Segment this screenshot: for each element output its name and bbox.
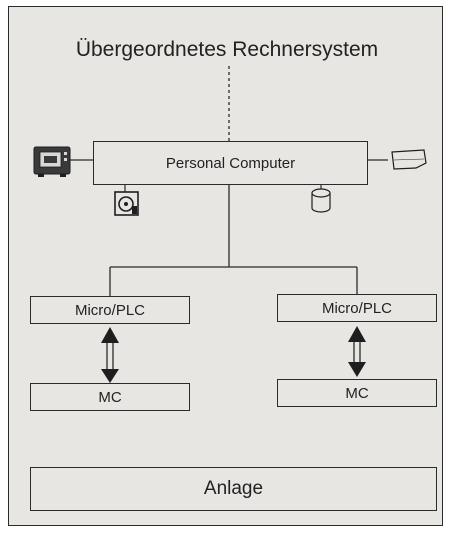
right-plc-label: Micro/PLC bbox=[321, 299, 392, 317]
personal-computer-box: Personal Computer bbox=[93, 141, 368, 185]
left-plc-label: Micro/PLC bbox=[74, 301, 145, 319]
left-plc-box: Micro/PLC bbox=[30, 296, 190, 324]
monitor-icon bbox=[33, 146, 71, 177]
personal-computer-label: Personal Computer bbox=[165, 154, 296, 172]
hard-disk-icon bbox=[311, 188, 331, 213]
floppy-drive-icon bbox=[114, 191, 139, 216]
plant-label: Anlage bbox=[203, 478, 264, 499]
left-bidirectional-arrow bbox=[101, 327, 119, 383]
left-mc-box: MC bbox=[30, 383, 190, 411]
right-mc-label: MC bbox=[345, 384, 369, 402]
plant-box: Anlage bbox=[30, 467, 437, 511]
printer-icon bbox=[391, 149, 427, 170]
right-bidirectional-arrow bbox=[348, 326, 366, 377]
right-mc-box: MC bbox=[277, 379, 437, 407]
left-mc-label: MC bbox=[98, 388, 122, 406]
right-plc-box: Micro/PLC bbox=[277, 294, 437, 322]
diagram-frame bbox=[8, 6, 443, 526]
diagram-title: Übergeordnetes Rechnersystem bbox=[75, 38, 379, 61]
